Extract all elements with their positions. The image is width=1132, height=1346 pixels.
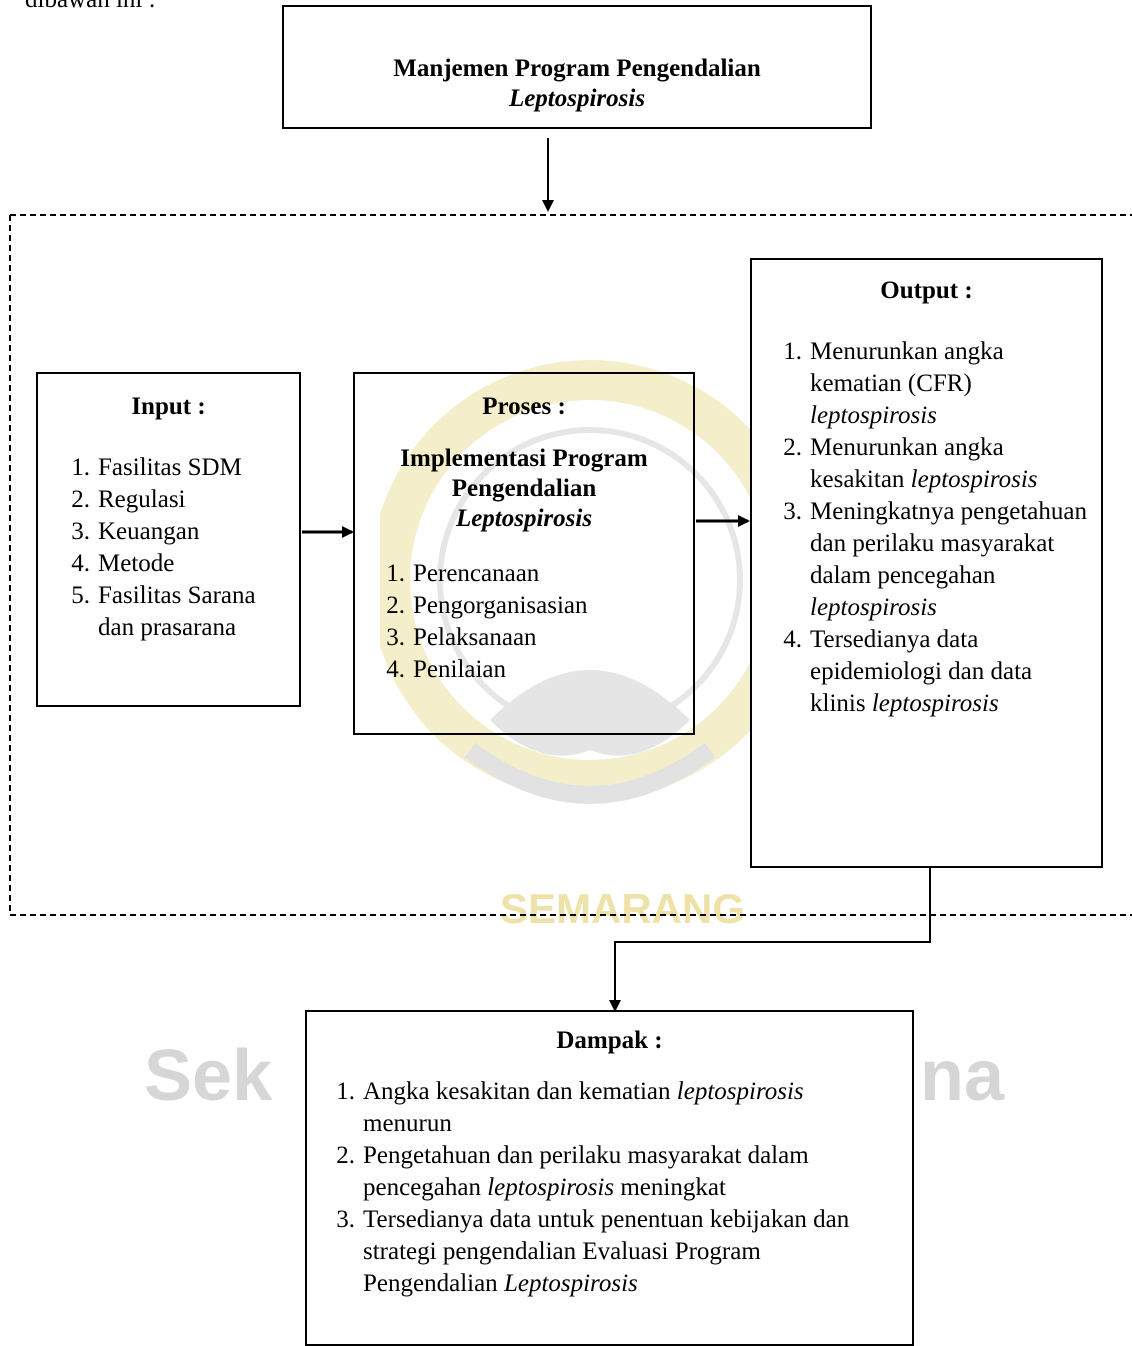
list-item: 3.Pelaksanaan — [386, 624, 537, 651]
list-item: 4.Tersedianya data epidemiologi dan data… — [783, 626, 1033, 717]
proses-subtitle-line1: Implementasi Program — [400, 445, 648, 472]
list-item: 1.Fasilitas SDM — [71, 454, 242, 481]
list-item: 3.Tersedianya data untuk penentuan kebij… — [336, 1206, 850, 1297]
output-list: 1.Menurunkan angka kematian (CFR) leptos… — [752, 336, 1101, 720]
proses-list: 1.Perencanaan 2.Pengorganisasian 3.Pelak… — [355, 558, 693, 686]
output-title: Output : — [880, 277, 973, 304]
input-box: Input : 1.Fasilitas SDM 2.Regulasi 3.Keu… — [36, 372, 301, 707]
proses-subtitle-line2: Pengendalian — [451, 475, 597, 502]
list-item: 1.Menurunkan angka kematian (CFR) leptos… — [783, 338, 1004, 429]
input-list: 1.Fasilitas SDM 2.Regulasi 3.Keuangan 4.… — [38, 452, 299, 644]
proses-subtitle-italic: Leptospirosis — [455, 505, 593, 532]
list-item: 4.Penilaian — [386, 656, 507, 683]
list-item: 5.Fasilitas Sarana dan prasarana — [71, 582, 256, 641]
list-item: 2.Pengetahuan dan perilaku masyarakat da… — [336, 1142, 809, 1201]
proses-title: Proses : — [482, 393, 566, 420]
list-item: 2.Menurunkan angka kesakitan leptospiros… — [783, 434, 1038, 493]
list-item: 4.Metode — [71, 550, 175, 577]
dampak-title: Dampak : — [556, 1027, 663, 1054]
output-box: Output : 1.Menurunkan angka kematian (CF… — [750, 258, 1103, 868]
proses-box: Proses : Implementasi Program Pengendali… — [353, 372, 695, 735]
main-box: Manjemen Program Pengendalian Leptospiro… — [282, 5, 872, 129]
list-item: 1.Perencanaan — [386, 560, 540, 587]
list-item: 2.Regulasi — [71, 486, 186, 513]
dampak-box: Dampak : 1.Angka kesakitan dan kematian … — [305, 1010, 914, 1346]
list-item: 2.Pengorganisasian — [386, 592, 588, 619]
input-title: Input : — [131, 393, 206, 420]
list-item: 3.Keuangan — [71, 518, 200, 545]
watermark-seal-text: SEMARANG — [500, 885, 746, 932]
list-item: 1.Angka kesakitan dan kematian leptospir… — [336, 1078, 804, 1137]
watermark-right-text: na — [920, 1036, 1005, 1116]
watermark-left-text: Sek — [144, 1036, 273, 1116]
main-subtitle: Leptospirosis — [508, 85, 646, 112]
dampak-list: 1.Angka kesakitan dan kematian leptospir… — [307, 1076, 912, 1300]
main-title: Manjemen Program Pengendalian — [393, 55, 761, 82]
list-item: 3.Meningkatnya pengetahuan dan perilaku … — [783, 498, 1087, 621]
top-text: dibawah ini : — [25, 0, 156, 14]
